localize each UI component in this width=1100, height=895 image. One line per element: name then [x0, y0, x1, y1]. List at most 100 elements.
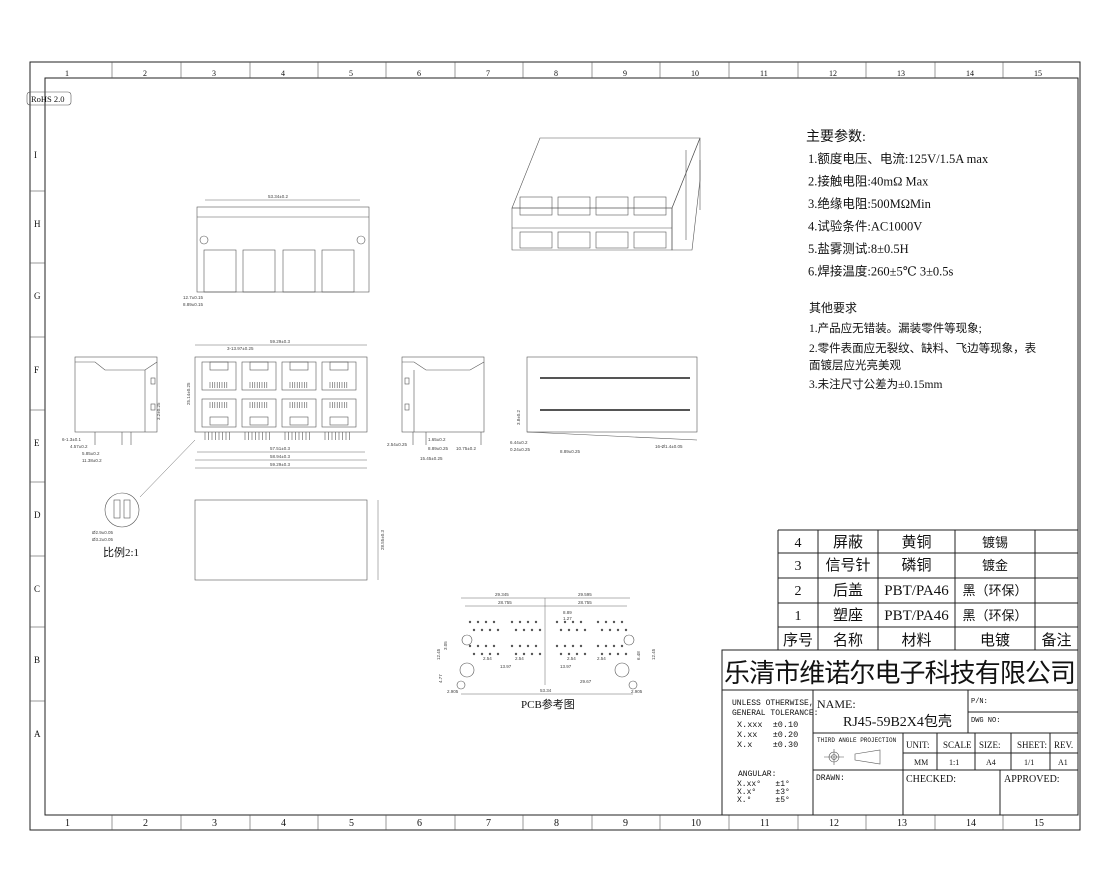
dwg-label: DWG NO: — [971, 717, 1000, 725]
column-marker: 7 — [486, 818, 491, 829]
company-name: 乐清市维诺尔电子科技有限公司 — [724, 659, 1076, 688]
column-markers: 1122334455667788991010111112121313141415… — [65, 62, 1044, 830]
pcb-hole — [488, 628, 492, 632]
column-marker: 2 — [143, 818, 148, 829]
name-label: NAME: — [817, 697, 856, 711]
row-marker: B — [34, 655, 40, 665]
pcb-hole — [567, 652, 571, 656]
isometric-view — [511, 137, 701, 251]
dim-label: 29.595 — [578, 592, 592, 597]
tolerance-title: GENERAL TOLERANCE: — [732, 709, 818, 718]
dim-label: 59.29±0.3 — [270, 339, 290, 344]
column-marker: 11 — [760, 818, 770, 829]
column-marker: 10 — [691, 818, 701, 829]
dim-label: 15.45±0.25 — [420, 456, 443, 461]
pcb-hole — [514, 652, 518, 656]
bom-cell: 3 — [795, 559, 802, 574]
dim-label: 28.755 — [498, 600, 512, 605]
pcb-hole — [571, 644, 575, 648]
drawn-label: DRAWN: — [816, 774, 845, 783]
dim-label: 2.54 — [567, 656, 576, 661]
row-marker: E — [34, 438, 40, 448]
dim-label: 11.38±0.2 — [82, 458, 102, 463]
tolerance-title: UNLESS OTHERWISE, — [732, 699, 814, 708]
pcb-hole — [600, 628, 604, 632]
pcb-hole — [604, 644, 608, 648]
pcb-label: PCB参考图 — [521, 697, 575, 711]
rj45-port — [201, 361, 237, 391]
angular-value: X.x° ±3° — [737, 788, 790, 797]
bom-cell: 1 — [795, 609, 802, 624]
rj45-port — [241, 361, 277, 391]
bom-header-cell: 名称 — [833, 632, 863, 649]
dim-label: 12.45 — [651, 648, 656, 660]
dim-label: 58.94±0.3 — [270, 454, 290, 459]
pcb-hole — [596, 644, 600, 648]
pcb-hole — [518, 620, 522, 624]
pcb-hole — [612, 620, 616, 624]
column-marker: 7 — [486, 69, 490, 78]
pcb-hole — [538, 628, 542, 632]
pcb-hole — [575, 652, 579, 656]
pcb-hole — [616, 628, 620, 632]
pcb-hole — [616, 652, 620, 656]
rj45-port — [281, 361, 317, 391]
scale-value: 1:1 — [949, 758, 959, 767]
dim-label: 59.29±0.3 — [270, 462, 290, 467]
dim-label: 6.48 — [636, 651, 641, 660]
dim-label: 0.24±0.25 — [510, 447, 530, 452]
column-marker: 15 — [1034, 818, 1044, 829]
pcb-hole — [484, 644, 488, 648]
pcb-hole — [583, 652, 587, 656]
top-view: 53.34±0.2 12.7±0.15 8.89±0.15 — [183, 194, 370, 307]
dim-label: 3.2±0.25 — [156, 402, 161, 420]
pcb-hole — [530, 652, 534, 656]
dim-label: 4.77 — [438, 674, 443, 683]
dim-label: 13.97 — [560, 664, 572, 669]
requirement-item: 1.产品应无错装。漏装零件等现象; — [809, 321, 982, 335]
column-marker: 9 — [623, 818, 628, 829]
param-item: 2.接触电阻:40mΩ Max — [808, 174, 929, 189]
pcb-hole — [496, 652, 500, 656]
column-marker: 4 — [281, 69, 285, 78]
pcb-hole — [468, 644, 472, 648]
unit-value: MM — [914, 758, 928, 767]
dim-label: 5.85±0.2 — [82, 451, 100, 456]
row-marker: C — [34, 584, 40, 594]
column-marker: 11 — [760, 69, 768, 78]
dim-label: 3.8±0.2 — [516, 410, 521, 425]
dim-label: 2.905 — [631, 689, 643, 694]
pcb-hole — [468, 620, 472, 624]
part-name: RJ45-59B2X4包壳 — [843, 713, 952, 730]
bom-cell: 镀金 — [982, 558, 1008, 573]
checked-label: CHECKED: — [906, 774, 956, 785]
pcb-hole — [472, 652, 476, 656]
pcb-layout — [456, 597, 638, 695]
column-marker: 5 — [349, 818, 354, 829]
column-marker: 8 — [554, 818, 559, 829]
front-view-dims: 59.29±0.3 3-13.97±0.25 25.14±0.25 57.51±… — [186, 339, 367, 469]
title-block: UNLESS OTHERWISE, GENERAL TOLERANCE: X.x… — [721, 689, 1079, 816]
bom-header-cell: 电镀 — [980, 632, 1010, 649]
rev-label: REV. — [1054, 740, 1073, 750]
front-view — [194, 356, 368, 440]
size-value: A4 — [986, 758, 996, 767]
dim-label: 1.27 — [563, 616, 572, 621]
dim-label: 4.57±0.2 — [70, 444, 88, 449]
column-marker: 1 — [65, 69, 69, 78]
pcb-hole — [620, 644, 624, 648]
sheet-frame — [29, 61, 1081, 831]
pcb-hole — [555, 620, 559, 624]
pcb-hole — [600, 652, 604, 656]
column-marker: 5 — [349, 69, 353, 78]
column-marker: 12 — [829, 818, 839, 829]
dim-label: 53.34±0.2 — [268, 194, 288, 199]
right-side-dims: 2.54±0.25 1.65±0.2 8.89±0.25 10.75±0.2 1… — [387, 437, 476, 461]
dim-label: Ø2.9±0.05 — [92, 530, 113, 535]
param-item: 3.绝缘电阻:500MΩMin — [808, 196, 932, 211]
pcb-hole — [608, 628, 612, 632]
requirement-item: 2.零件表面应无裂纹、缺料、飞边等现象，表 — [809, 341, 1037, 355]
pcb-hole — [563, 620, 567, 624]
